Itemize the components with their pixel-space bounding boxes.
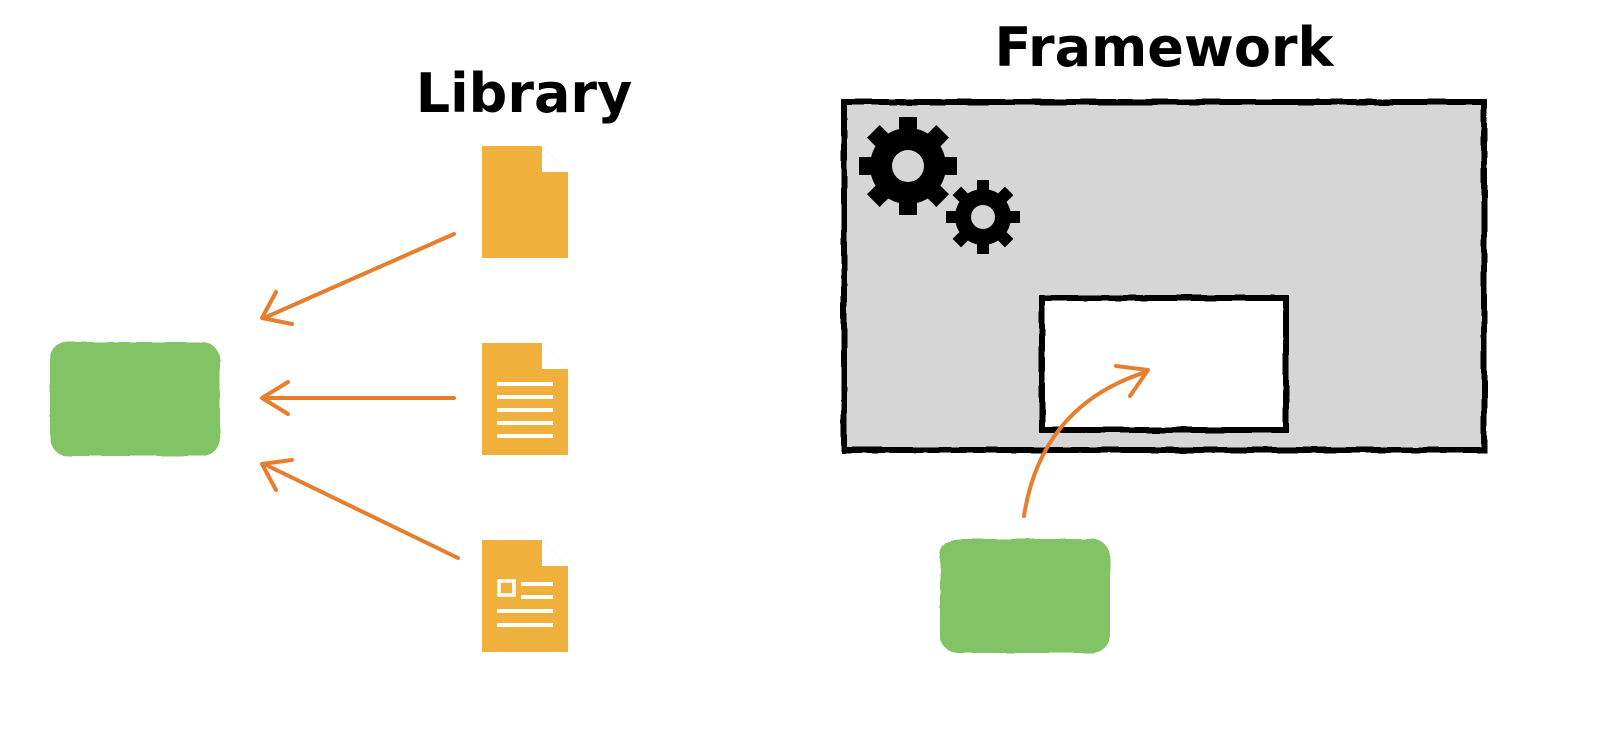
image-text-document-icon: [482, 540, 568, 652]
library-title: Library: [416, 62, 632, 125]
framework-title: Framework: [995, 16, 1335, 79]
gears-icon: [859, 117, 1020, 254]
text-document-icon: [482, 343, 568, 455]
arrow-code-into-framework: [1022, 364, 1150, 518]
arrow-middle-document-to-code: [260, 380, 456, 416]
library-section: Library: [50, 62, 632, 652]
blank-document-icon: [482, 146, 568, 258]
arrow-bottom-document-to-code: [260, 458, 460, 560]
arrow-top-document-to-code: [260, 232, 456, 326]
user-code-box-framework: [940, 539, 1110, 653]
user-code-box-library: [50, 342, 220, 456]
framework-section: Framework: [841, 16, 1487, 653]
